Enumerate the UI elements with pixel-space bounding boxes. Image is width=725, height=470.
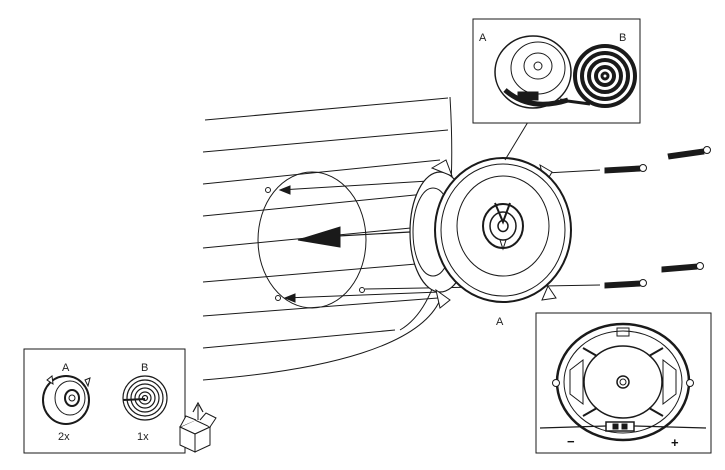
terminal-plus-label: +: [671, 435, 679, 450]
insert-arrow-head: [297, 226, 341, 248]
inset-bl-speaker-icon: [42, 375, 91, 425]
inset-bl-qty-a: 2x: [58, 431, 70, 443]
box-icon: [178, 401, 217, 453]
inset-bl-qty-b: 1x: [137, 431, 149, 443]
inset-bottom-left: A B 2x 1x: [23, 348, 186, 454]
inset-bl-label-b: B: [141, 362, 148, 374]
inset-bl-tape-spiral-icon: [122, 375, 168, 421]
main-label-a: A: [496, 316, 504, 328]
terminal-minus-label: −: [567, 434, 575, 449]
screw-1: [667, 146, 711, 160]
speaker-main: [409, 121, 572, 309]
inset-bottom-right: − +: [535, 312, 712, 454]
screw-2: [604, 164, 647, 174]
screw-3: [661, 262, 704, 273]
inset-br-speaker-back: [539, 322, 707, 442]
inset-top-tape-spiral-icon: [559, 44, 637, 108]
inset-top-speaker-icon: [494, 35, 572, 109]
inset-top-label-b: B: [619, 32, 626, 44]
screw-4: [604, 279, 647, 289]
inset-bl-label-a: A: [62, 362, 70, 374]
screws: [604, 146, 711, 289]
inset-top-contents: A B: [472, 18, 641, 124]
inset-top-label-a: A: [479, 32, 487, 44]
